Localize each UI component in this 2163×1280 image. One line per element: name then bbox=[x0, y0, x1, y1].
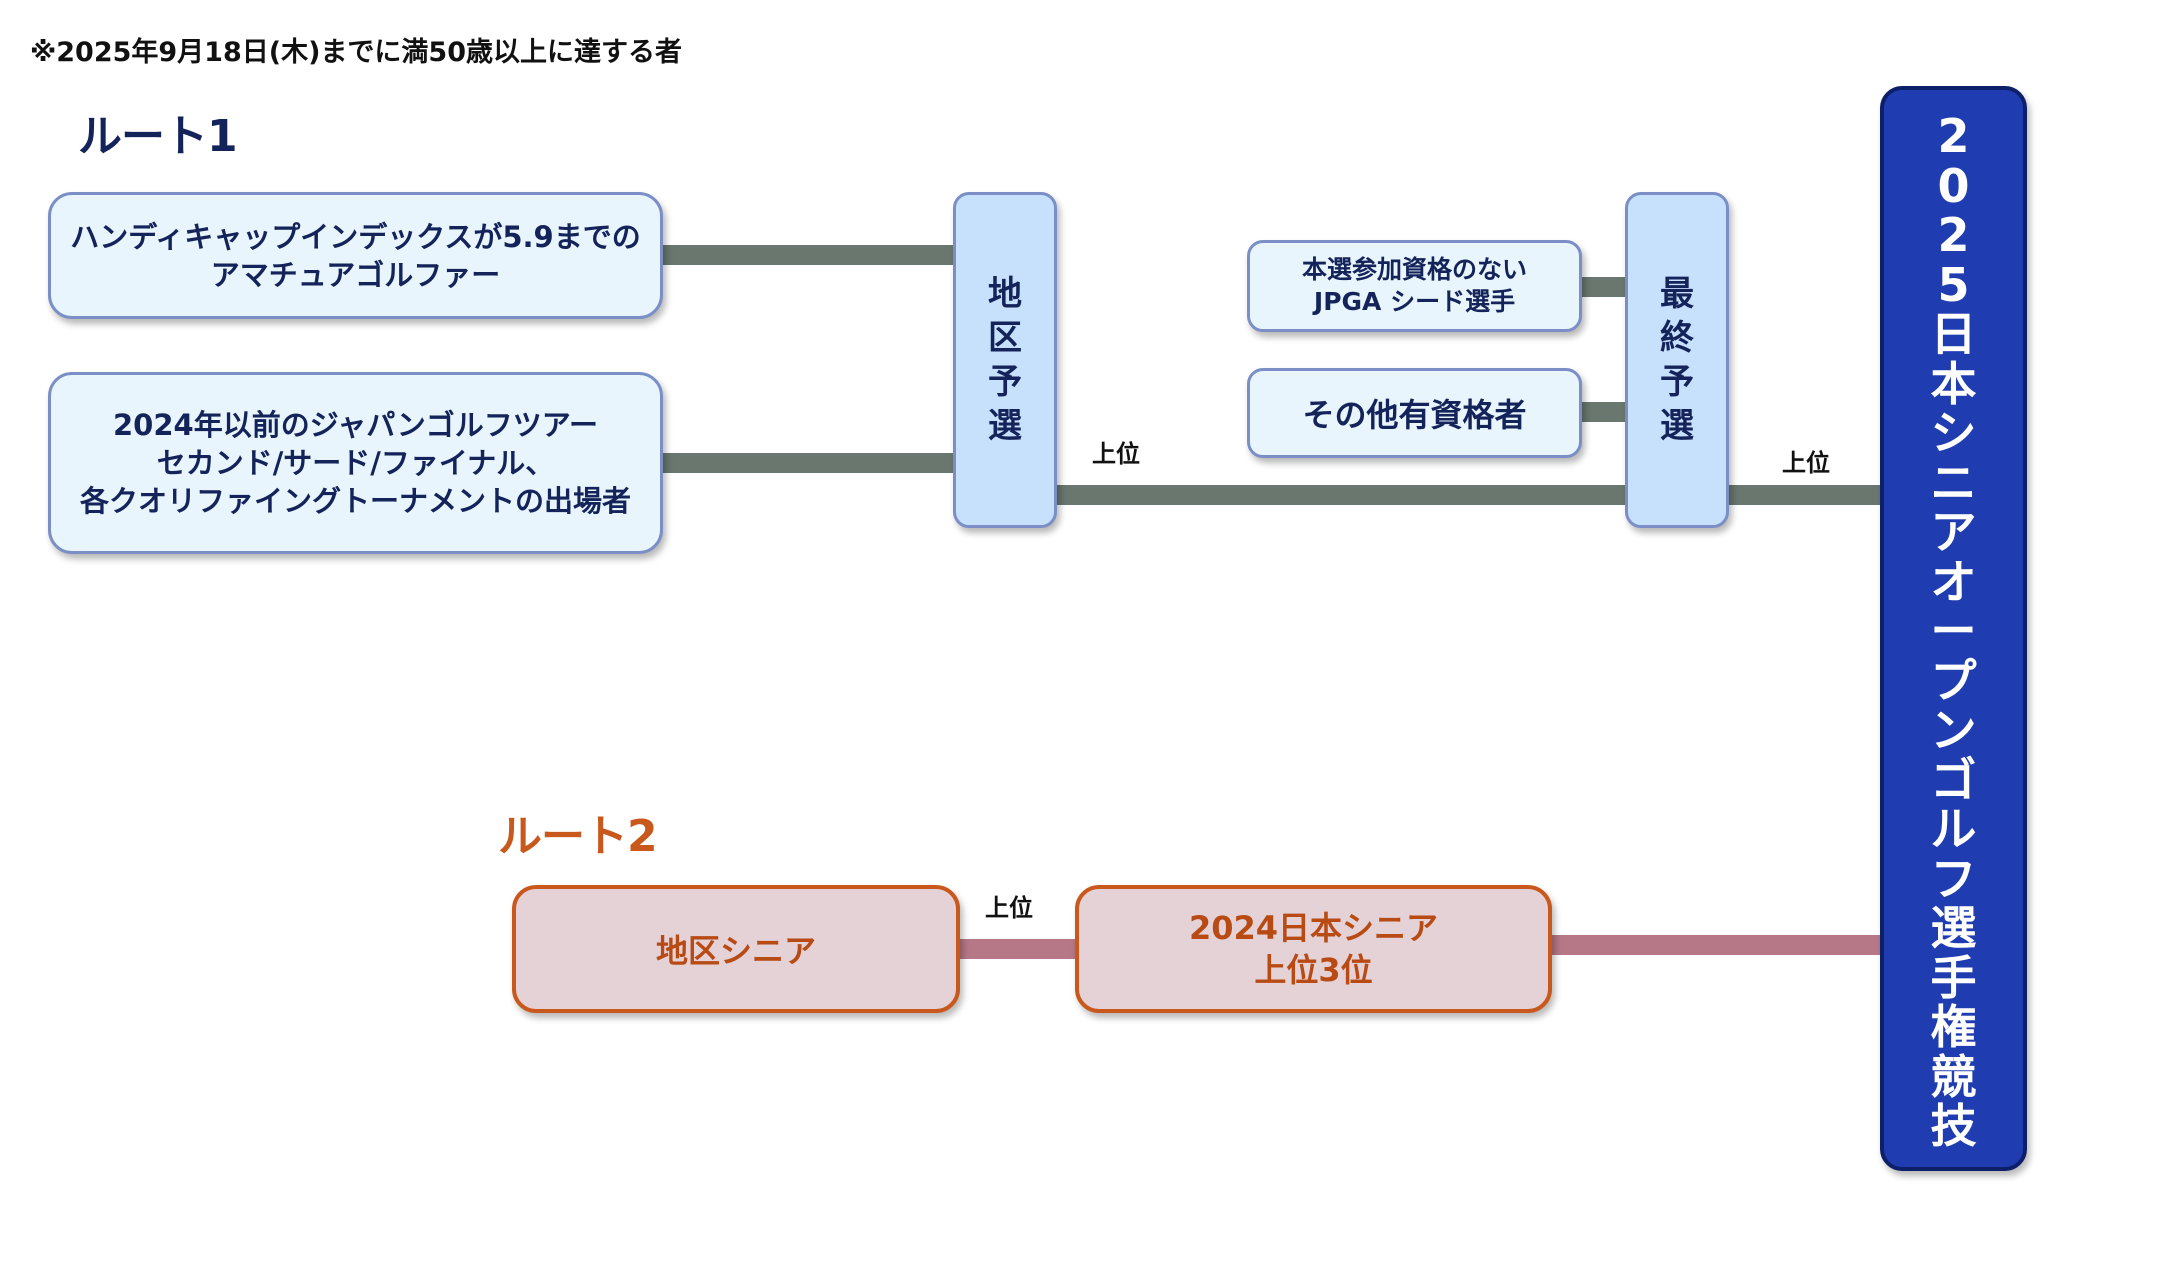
connector-regional-senior-to-national bbox=[955, 939, 1080, 959]
entry-box-tour-players: 2024年以前のジャパンゴルフツアー セカンド/サード/ファイナル、 各クオリフ… bbox=[48, 372, 663, 554]
connector-entry1-to-regional bbox=[655, 245, 955, 265]
championship-char: プ bbox=[1930, 653, 1977, 708]
final-qualifier-char: 最 bbox=[1660, 274, 1694, 314]
regional-senior-box: 地区シニア bbox=[512, 885, 960, 1013]
championship-char: 技 bbox=[1930, 1099, 1977, 1153]
championship-char: 5 bbox=[1937, 257, 1970, 312]
extra-box-jpga-seed: 本選参加資格のない JPGA シード選手 bbox=[1247, 240, 1582, 332]
championship-char: 手 bbox=[1930, 950, 1977, 1005]
extra-box-other-qualified: その他有資格者 bbox=[1247, 368, 1582, 458]
entry-box-amateur: ハンディキャップインデックスが5.9までの アマチュアゴルファー bbox=[48, 192, 663, 319]
eligibility-note: ※2025年9月18日(木)までに満50歳以上に達する者 bbox=[30, 37, 683, 68]
championship-char: ア bbox=[1930, 505, 1977, 559]
regional-qualifier-char: 予 bbox=[988, 362, 1022, 402]
championship-char: 日 bbox=[1930, 307, 1977, 361]
championship-char: 0 bbox=[1937, 158, 1970, 213]
connector-extra2-to-final bbox=[1575, 402, 1627, 422]
connector-regional-to-final bbox=[1055, 485, 1627, 505]
regional-qualifier-box: 地 区 予 選 bbox=[953, 192, 1057, 528]
championship-char: 2 bbox=[1937, 109, 1970, 163]
championship-char: 権 bbox=[1930, 1000, 1977, 1054]
extra-box-other-qualified-text: その他有資格者 bbox=[1302, 396, 1527, 434]
regional-qualifier-char: 区 bbox=[988, 318, 1022, 358]
final-qualifier-box: 最 終 予 選 bbox=[1625, 192, 1729, 528]
final-qualifier-char: 終 bbox=[1660, 318, 1694, 358]
final-rank-label: 上位 bbox=[1782, 449, 1830, 477]
regional-qualifier-char: 選 bbox=[988, 406, 1022, 446]
extra-box-jpga-seed-text: 本選参加資格のない JPGA シード選手 bbox=[1301, 255, 1527, 316]
connector-national-to-championship bbox=[1545, 935, 1885, 955]
connector-entry2-to-regional bbox=[655, 453, 955, 473]
route2-rank-label: 上位 bbox=[985, 894, 1033, 922]
championship-char: ゴ bbox=[1930, 752, 1977, 807]
championship-char: フ bbox=[1930, 851, 1977, 906]
championship-char: 本 bbox=[1930, 356, 1977, 411]
entry-box-tour-players-text: 2024年以前のジャパンゴルフツアー セカンド/サード/ファイナル、 各クオリフ… bbox=[79, 408, 631, 518]
connector-extra1-to-final bbox=[1575, 277, 1627, 297]
championship-char: 選 bbox=[1930, 901, 1977, 955]
championship-char: ニ bbox=[1930, 455, 1977, 510]
championship-char: シ bbox=[1930, 406, 1977, 460]
national-senior-box: 2024日本シニア 上位3位 bbox=[1075, 885, 1552, 1013]
championship-char: ー bbox=[1930, 604, 1977, 658]
route1-label: ルート1 bbox=[78, 111, 238, 162]
championship-char: ン bbox=[1930, 703, 1977, 757]
championship-char: オ bbox=[1930, 554, 1977, 609]
championship-char: 競 bbox=[1930, 1049, 1977, 1104]
championship-char: 2 bbox=[1937, 208, 1970, 262]
national-senior-text: 2024日本シニア 上位3位 bbox=[1188, 909, 1439, 989]
championship-char: ル bbox=[1930, 802, 1977, 856]
connector-final-to-championship bbox=[1725, 485, 1885, 505]
final-qualifier-char: 選 bbox=[1660, 406, 1694, 446]
regional-senior-text: 地区シニア bbox=[655, 932, 816, 970]
route2-label: ルート2 bbox=[498, 811, 658, 862]
championship-box: 2 0 2 5 日 本 シ ニ ア オ ー プ ン ゴ ル フ 選 手 権 競 … bbox=[1880, 86, 2027, 1171]
entry-box-amateur-text: ハンディキャップインデックスが5.9までの アマチュアゴルファー bbox=[70, 219, 641, 292]
regional-rank-label: 上位 bbox=[1092, 440, 1140, 468]
regional-qualifier-char: 地 bbox=[988, 274, 1022, 314]
final-qualifier-char: 予 bbox=[1660, 362, 1694, 402]
